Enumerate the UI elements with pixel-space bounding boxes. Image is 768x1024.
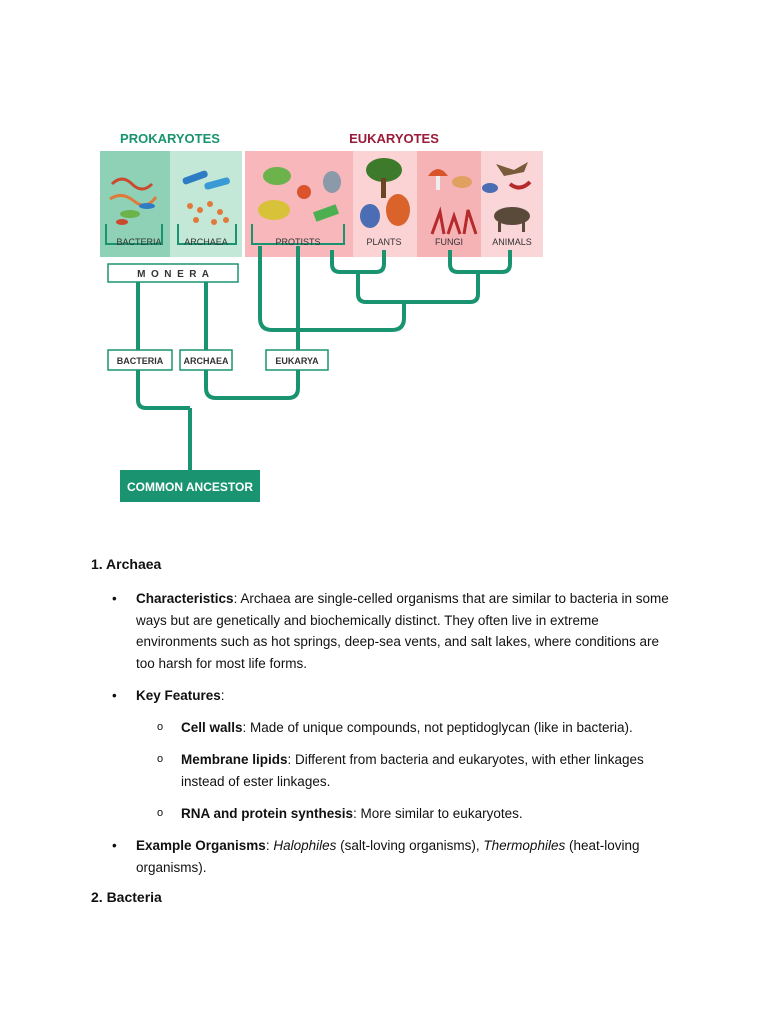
label-plants: PLANTS xyxy=(366,237,401,247)
sub-item-membrane-lipids: o Membrane lipids: Different from bacter… xyxy=(157,749,677,792)
prokaryotes-title: PROKARYOTES xyxy=(120,131,220,146)
label-bacteria: BACTERIA xyxy=(116,237,161,247)
bullet-icon: • xyxy=(112,588,124,610)
feature-text: : Made of unique compounds, not peptidog… xyxy=(243,720,633,735)
list-item-example-organisms: • Example Organisms: Halophiles (salt-lo… xyxy=(112,835,672,878)
sub-item-rna-protein: o RNA and protein synthesis: More simila… xyxy=(157,803,677,825)
section-heading-archaea: 1. Archaea xyxy=(91,556,161,572)
section-heading-bacteria: 2. Bacteria xyxy=(91,889,162,905)
domain-eukarya: EUKARYA xyxy=(275,356,319,366)
example-thermophiles: Thermophiles xyxy=(483,838,565,853)
sub-bullet-icon: o xyxy=(157,749,163,771)
sub-bullet-icon: o xyxy=(157,803,163,825)
bullet-icon: • xyxy=(112,685,124,707)
sub-bullet-icon: o xyxy=(157,717,163,739)
sub-item-cell-walls: o Cell walls: Made of unique compounds, … xyxy=(157,717,677,739)
characteristics-label: Characteristics xyxy=(136,591,234,606)
feature-text: : More similar to eukaryotes. xyxy=(353,806,523,821)
feature-label: RNA and protein synthesis xyxy=(181,806,353,821)
list-item-key-features: • Key Features: xyxy=(112,685,672,707)
key-features-colon: : xyxy=(221,688,225,703)
domain-bacteria: BACTERIA xyxy=(117,356,164,366)
feature-label: Membrane lipids xyxy=(181,752,288,767)
common-ancestor-label: COMMON ANCESTOR xyxy=(127,480,253,494)
domain-archaea: ARCHAEA xyxy=(184,356,230,366)
feature-label: Cell walls xyxy=(181,720,243,735)
label-fungi: FUNGI xyxy=(435,237,463,247)
monera-label: M O N E R A xyxy=(137,269,209,280)
tree-of-life-diagram: PROKARYOTES EUKARYOTES xyxy=(92,124,554,514)
examples-label: Example Organisms xyxy=(136,838,266,853)
label-protists: PROTISTS xyxy=(275,237,320,247)
key-features-label: Key Features xyxy=(136,688,221,703)
bullet-icon: • xyxy=(112,835,124,857)
eukaryotes-title: EUKARYOTES xyxy=(349,131,439,146)
label-animals: ANIMALS xyxy=(492,237,532,247)
example-halophiles: Halophiles xyxy=(273,838,336,853)
list-item-characteristics: • Characteristics: Archaea are single-ce… xyxy=(112,588,672,675)
example-halophiles-desc: (salt-loving organisms), xyxy=(336,838,483,853)
label-archaea: ARCHAEA xyxy=(184,237,228,247)
